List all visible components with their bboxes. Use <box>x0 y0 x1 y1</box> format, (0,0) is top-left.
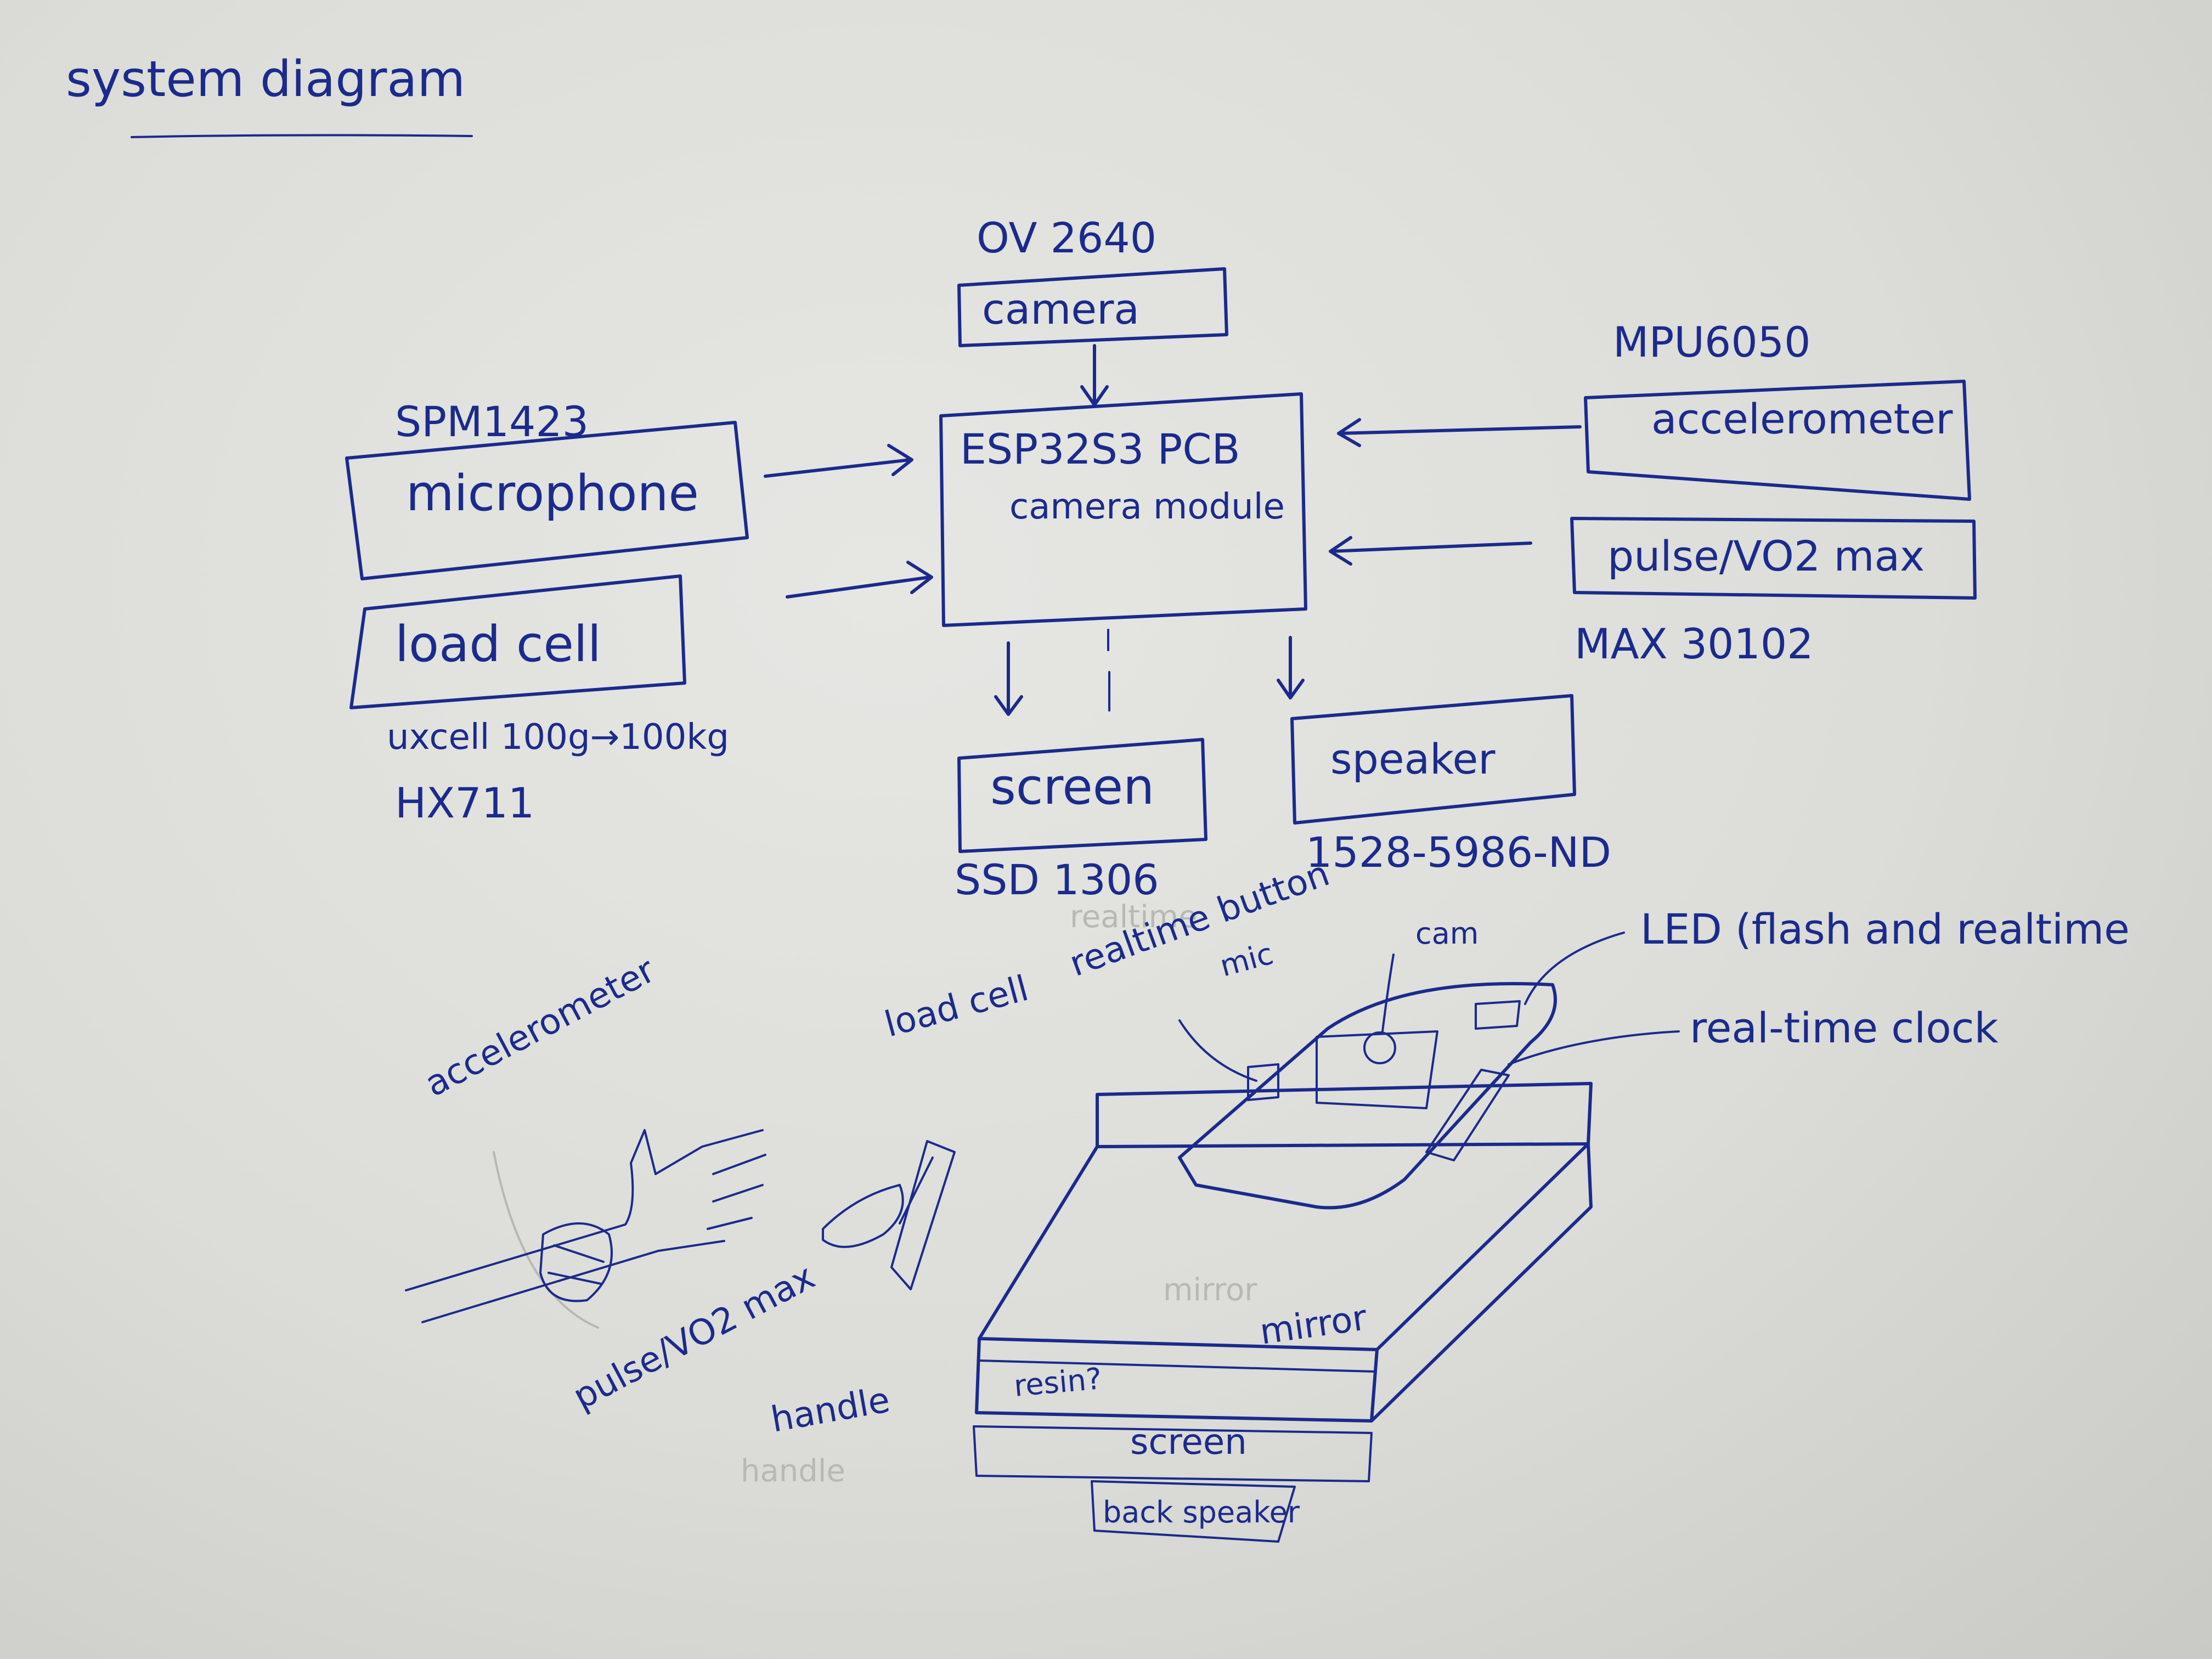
dashed-arrow-pcb <box>1107 629 1110 712</box>
load-cell-part-label: HX711 <box>395 778 534 827</box>
accelerometer-box <box>1584 380 1971 501</box>
camera-module-sketch <box>1178 981 1557 1210</box>
camera-lens-sketch <box>1363 1031 1396 1064</box>
sketch-cam-label: cam <box>1415 916 1479 951</box>
arrow-pulse-to-pcb <box>1329 536 1532 566</box>
device-top-edge <box>1096 1082 1593 1148</box>
screen-box <box>957 738 1207 853</box>
wrist-sensor-sketch <box>539 1222 613 1302</box>
leader-cam <box>1381 953 1395 1032</box>
arrow-load-cell-to-pcb <box>786 561 933 599</box>
camera-board-sketch <box>1316 1030 1438 1109</box>
accelerometer-label: accelerometer <box>1651 394 1953 443</box>
load-cell-box <box>349 574 686 709</box>
rtc-sketch <box>1425 1069 1510 1161</box>
accelerometer-part-label: MPU6050 <box>1613 318 1810 366</box>
faint-handle-text: handle <box>741 1453 845 1489</box>
faint-realtime-text: realtime <box>1070 899 1198 935</box>
pulse-part-label: MAX 30102 <box>1575 619 1814 668</box>
sketch-handle-label: handle <box>768 1380 893 1441</box>
speaker-label: speaker <box>1330 735 1496 783</box>
sketch-led-label: LED (flash and realtime <box>1640 905 2130 953</box>
sketch-clock-label: real-time clock <box>1690 1003 1999 1052</box>
led-sketch <box>1475 1000 1521 1030</box>
microphone-box <box>345 421 749 580</box>
sketch-mirror-label: mirror <box>1257 1297 1370 1353</box>
device-box-sketch <box>975 1142 1593 1423</box>
arm-hand-sketch <box>405 1129 766 1323</box>
back-speaker-sketch <box>1091 1480 1296 1543</box>
sketch-load-cell-label: load cell <box>881 968 1032 1046</box>
diagram-title: system diagram <box>66 50 465 108</box>
sketch-resin-label: resin? <box>1013 1361 1103 1403</box>
camera-label: camera <box>982 285 1139 334</box>
leader-clock <box>1508 1030 1680 1065</box>
screen-part-label: SSD 1306 <box>955 855 1159 904</box>
pcb-box <box>939 392 1307 627</box>
handle-sketch <box>890 1140 956 1290</box>
microphone-label: microphone <box>406 465 699 522</box>
button-sketch <box>1247 1063 1279 1101</box>
load-cell-note: uxcell 100g→100kg <box>387 717 729 758</box>
screen-layer-sketch <box>973 1425 1373 1482</box>
resin-layer-line <box>978 1359 1375 1373</box>
leader-button <box>1178 1019 1257 1082</box>
arrow-pcb-to-screen <box>994 641 1023 716</box>
speaker-box <box>1290 694 1576 825</box>
faint-wrist-curve <box>493 1151 599 1329</box>
sketch-mic-label: mic <box>1216 936 1277 984</box>
arrow-camera-to-pcb <box>1080 344 1109 407</box>
sketch-back-speaker-label: back speaker <box>1103 1495 1300 1530</box>
pcb-sublabel: camera module <box>1009 487 1285 527</box>
pcb-label: ESP32S3 PCB <box>960 425 1240 473</box>
pulse-box <box>1570 517 1977 600</box>
camera-part-label: OV 2640 <box>977 213 1156 262</box>
sketch-screen-label: screen <box>1130 1422 1247 1463</box>
arrow-accelerometer-to-pcb <box>1337 418 1582 447</box>
arrow-pcb-to-speaker <box>1277 636 1305 699</box>
title-underline <box>131 134 473 138</box>
leader-led <box>1524 932 1625 1005</box>
screen-label: screen <box>990 758 1154 816</box>
load-cell-label: load cell <box>395 616 601 673</box>
handle-grip-sketch <box>822 1184 904 1248</box>
camera-box <box>957 267 1228 347</box>
sketch-accelerometer-label: accelerometer <box>419 950 662 1105</box>
arrow-microphone-to-pcb <box>764 444 913 478</box>
faint-mirror-text: mirror <box>1163 1272 1257 1308</box>
speaker-part-label: 1528-5986-ND <box>1306 828 1611 877</box>
pulse-label: pulse/VO2 max <box>1607 532 1925 580</box>
